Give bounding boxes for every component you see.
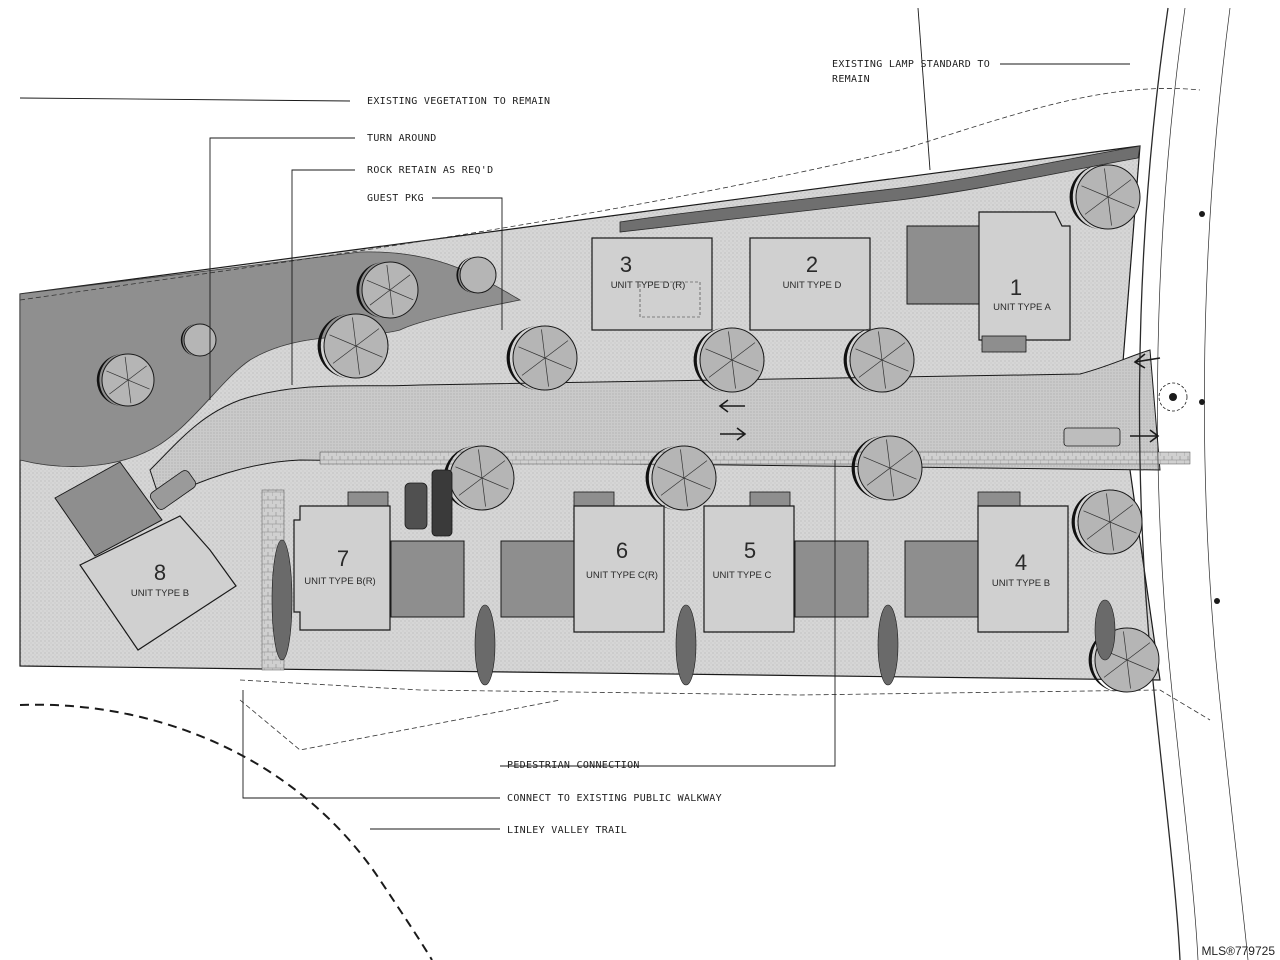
unit-2-number: 2	[806, 252, 818, 277]
label-turn-around: TURN AROUND	[367, 133, 437, 144]
unit-7-number: 7	[337, 546, 349, 571]
unit-8-type: UNIT TYPE B	[131, 588, 189, 599]
lamp-standard	[1158, 382, 1188, 412]
street-edge-lines	[1138, 7, 1249, 960]
label-lamp-standard-line1: EXISTING LAMP STANDARD TO	[832, 59, 990, 70]
leader-lines	[19, 7, 1130, 830]
label-existing-vegetation: EXISTING VEGETATION TO REMAIN	[367, 96, 550, 107]
unit-7-type: UNIT TYPE B(R)	[304, 576, 375, 587]
label-rock-retain: ROCK RETAIN AS REQ'D	[367, 165, 493, 176]
unit-1-type: UNIT TYPE A	[993, 302, 1051, 313]
tree-icon	[1071, 489, 1143, 555]
tree-icon	[843, 327, 915, 393]
hedges	[271, 539, 1116, 686]
parked-cars	[149, 427, 1121, 537]
unit-6-building	[500, 491, 665, 633]
street-bollards	[1199, 211, 1220, 604]
tree-icon	[456, 256, 497, 294]
unit-1-building	[906, 211, 1071, 353]
unit-8-building	[54, 461, 237, 651]
property-lines	[19, 88, 1211, 751]
unit-4-building	[904, 491, 1069, 633]
unit-4-number: 4	[1015, 550, 1027, 575]
label-pedestrian-connection: PEDESTRIAN CONNECTION	[507, 760, 640, 771]
unit-8-number: 8	[154, 560, 166, 585]
unit-4-type: UNIT TYPE B	[992, 578, 1050, 589]
paver-band	[319, 451, 1191, 465]
shrub-hedge-north	[619, 145, 1141, 233]
label-lamp-standard-line2: REMAIN	[832, 74, 870, 85]
traffic-arrows	[718, 353, 1161, 443]
unit-7-building	[293, 491, 465, 631]
mls-watermark: MLS®779725	[1201, 944, 1275, 958]
unit-3-type: UNIT TYPE D (R)	[611, 280, 686, 291]
tree-icon	[851, 435, 923, 501]
unit-6-type: UNIT TYPE C(R)	[586, 570, 658, 581]
linley-valley-trail-line	[19, 703, 433, 960]
tree-icon	[645, 445, 717, 511]
unit-5-type: UNIT TYPE C	[713, 570, 772, 581]
unit-3-number: 3	[620, 252, 632, 277]
tree-icon	[96, 353, 155, 407]
tree-icon	[693, 327, 765, 393]
label-linley-valley-trail: LINLEY VALLEY TRAIL	[507, 825, 627, 836]
unit-2-type: UNIT TYPE D	[783, 280, 842, 291]
label-public-walkway: CONNECT TO EXISTING PUBLIC WALKWAY	[507, 793, 722, 804]
label-guest-parking: GUEST PKG	[367, 193, 424, 204]
tree-icon	[506, 325, 578, 391]
unit-5-building	[703, 491, 869, 633]
tree-icon	[356, 261, 419, 319]
tree-icon	[180, 323, 217, 357]
unit-3-building	[591, 237, 713, 331]
unit-5-number: 5	[744, 538, 756, 563]
unit-1-number: 1	[1010, 275, 1022, 300]
tree-icon	[1069, 164, 1141, 230]
unit-2-building	[749, 237, 871, 331]
tree-icon	[443, 445, 515, 511]
unit-6-number: 6	[616, 538, 628, 563]
tree-icon	[317, 313, 389, 379]
